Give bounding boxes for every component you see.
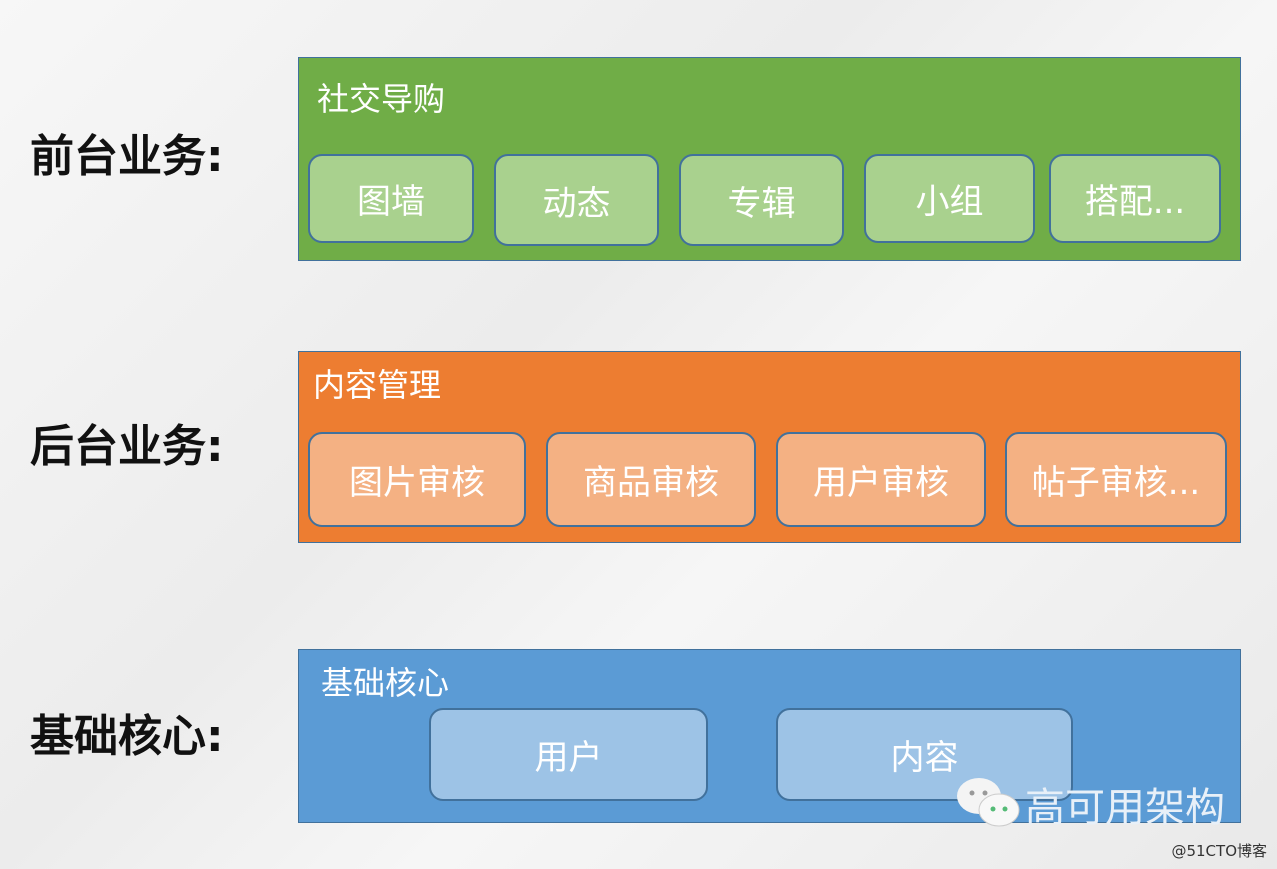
module-box: 专辑 bbox=[679, 154, 844, 246]
module-box: 图片审核 bbox=[308, 432, 526, 527]
layer-label-frontend: 前台业务: bbox=[30, 131, 224, 182]
module-box: 搭配... bbox=[1049, 154, 1221, 243]
module-box: 内容 bbox=[776, 708, 1073, 801]
module-box: 用户审核 bbox=[776, 432, 986, 527]
module-box: 动态 bbox=[494, 154, 659, 246]
credit-text: @51CTO博客 bbox=[1171, 842, 1267, 860]
watermark-text: 高可用架构 bbox=[1025, 785, 1225, 831]
core-panel: 基础核心 用户 内容 bbox=[298, 649, 1241, 823]
panel-title: 内容管理 bbox=[313, 366, 442, 404]
layer-label-backend: 后台业务: bbox=[30, 421, 224, 472]
watermark: 高可用架构 bbox=[955, 775, 1225, 833]
module-box: 用户 bbox=[429, 708, 708, 801]
module-box: 图墙 bbox=[308, 154, 474, 243]
backend-panel: 内容管理 图片审核 商品审核 用户审核 帖子审核... bbox=[298, 351, 1241, 543]
panel-title: 社交导购 bbox=[317, 80, 446, 118]
module-box: 帖子审核... bbox=[1005, 432, 1227, 527]
module-box: 小组 bbox=[864, 154, 1035, 243]
module-box: 商品审核 bbox=[546, 432, 756, 527]
layer-label-core: 基础核心: bbox=[30, 711, 224, 762]
panel-title: 基础核心 bbox=[321, 664, 450, 702]
frontend-panel: 社交导购 图墙 动态 专辑 小组 搭配... bbox=[298, 57, 1241, 261]
wechat-icon bbox=[957, 778, 1020, 827]
